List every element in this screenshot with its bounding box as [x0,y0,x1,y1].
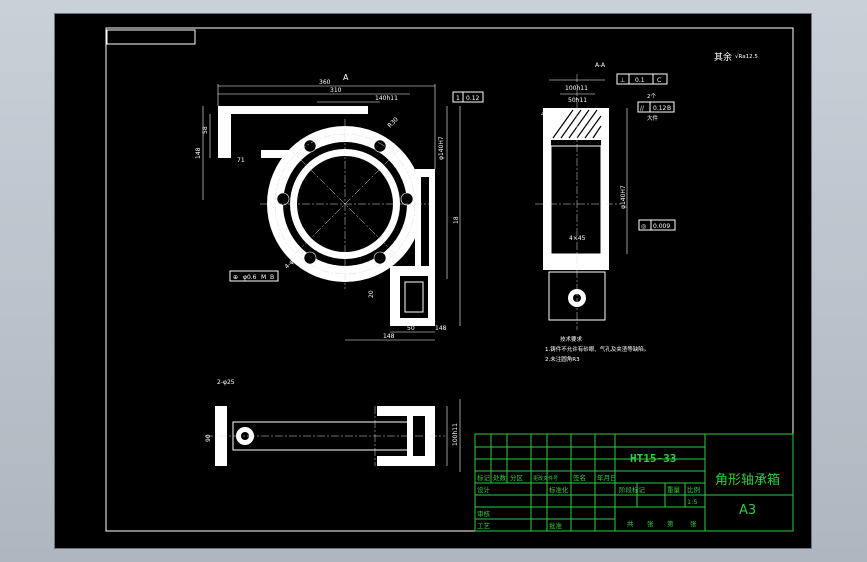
pos-tol-ref: M [261,274,266,281]
pos-tol-value: φ0.6 [243,274,257,281]
tb-sheet-label: 张 [690,519,697,528]
tb-stage-label: 比例 [687,485,700,494]
section-marker: A [343,73,349,82]
position-tolerance-frame [229,270,279,282]
dim-label: 100h11 [452,423,459,446]
tol-symbol: ◎ [641,223,646,230]
dim-label: 148 [195,147,202,159]
tech-notes-title: 技术要求 [560,335,583,343]
tol-ref: C [657,77,661,84]
dim-label: 50 [407,325,415,332]
dim-label: 360 [319,79,331,86]
tb-mid-label: 标准化 [549,485,569,494]
section-title: A-A [595,62,606,69]
bolt-holes [276,139,414,265]
scale-value: 1:5 [687,498,697,506]
material-code: HT15-33 [630,452,676,465]
tb-header-label: 签名 [573,473,586,482]
tb-header-label: 年月日 [597,473,617,482]
side-view: A-A 100h11 50h11 φ140H7 4×45 4 ⊥ 0.1 C 2… [535,62,676,330]
roughness-symbol: √Ra12.5 [735,53,758,60]
cad-viewport[interactable]: 其余 √Ra12.5 [55,14,811,548]
dim-label: R30 [386,116,399,129]
tol-symbol: ⊥ [620,77,625,84]
tb-row-label: 设计 [477,485,491,494]
dim-label: 2-φ25 [217,379,235,386]
tb-mid-label: 批准 [549,521,563,530]
front-view: A 360 310 140h11 58 148 71 39 R30 φ140H7… [195,73,484,341]
tb-header-label: 处数 [493,473,507,482]
tb-header-label: 标记 [477,473,491,482]
tb-row-label: 审核 [477,509,491,518]
tol-ref: B [667,105,671,112]
tolerance-frame [616,73,668,85]
tol-value: 0.009 [653,223,670,230]
tb-sheet-label: 第 [667,519,674,528]
dim-label: 4 [541,111,545,118]
tb-sheet-label: 共 [627,519,634,528]
dim-label: 140h11 [375,95,398,102]
tb-sheet-label: 张 [647,519,654,528]
side-note: 2个 [647,93,656,100]
pos-tol-symbol: ⊕ [233,274,238,281]
bottom-view: 2-φ25 90 100h11 [205,379,461,472]
roughness-note: 其余 [714,51,732,63]
dim-label: 148 [435,325,447,332]
hatching [552,109,602,139]
dim-label: 50h11 [568,97,587,104]
dim-label: 71 [237,157,245,164]
tolerance-frame [638,219,676,231]
drawing-canvas[interactable]: 其余 √Ra12.5 [55,14,811,548]
hatched-section [551,108,601,140]
dim-label: 58 [202,126,209,134]
dim-label: 90 [205,434,212,442]
dim-label: 100h11 [565,85,588,92]
part-name: 角形轴承箱 [715,472,780,488]
tolerance-frame [452,91,484,103]
tb-header-label: 更改文件号 [533,475,558,482]
pos-tol-ref: B [270,274,274,281]
tol-value: 0.1 [635,77,645,84]
dim-label: 4×45 [569,235,586,242]
tol-symbol: // [640,105,645,112]
title-block: 标记 处数 分区 更改文件号 签名 年月日 设计 审核 工艺 标准化 批准 阶段… [474,433,794,532]
outer-frame [105,27,794,532]
dim-label: 39 [270,151,278,158]
tech-note-line: 2.未注圆角R3 [545,355,580,363]
tolerance-frame [637,101,675,113]
dim-label: 310 [330,87,342,94]
tol-value: 0.12 [653,105,667,112]
tol-value: 0.12 [466,95,480,102]
tb-row-label: 工艺 [477,522,491,530]
dim-label: 20 [368,290,375,298]
dim-label: 148 [383,333,395,340]
tb-header-label: 分区 [510,473,524,482]
technical-requirements: 技术要求 1.铸件不允许有砂眼、气孔及夹渣等缺陷。 2.未注圆角R3 [545,335,649,363]
corner-code-box [106,29,196,45]
side-note: 大件 [647,114,659,122]
dim-label: φ140H7 [620,185,627,209]
sheet-size: A3 [739,503,756,518]
dim-label: φ140H7 [438,136,445,160]
tol-ref: 1 [456,95,460,102]
tech-note-line: 1.铸件不允许有砂眼、气孔及夹渣等缺陷。 [545,345,649,353]
dim-label: 18 [453,216,460,224]
tb-stage-label: 重量 [667,486,681,494]
tb-stage-label: 阶段标记 [619,485,646,494]
